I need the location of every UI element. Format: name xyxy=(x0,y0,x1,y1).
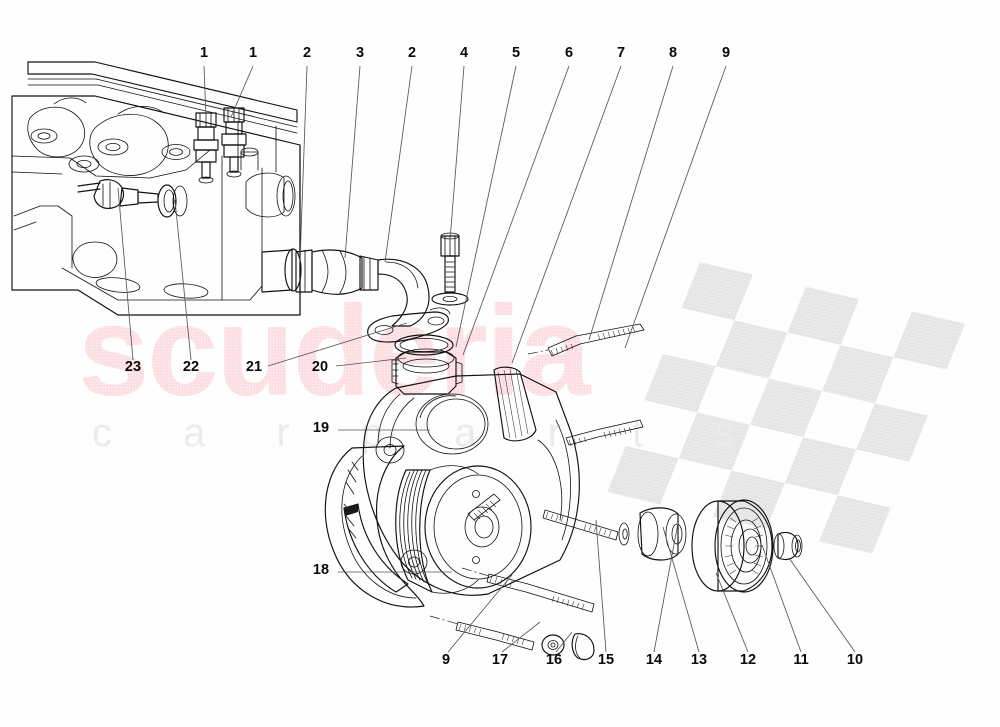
callout-number-2[interactable]: 2 xyxy=(303,45,311,61)
callout-number-11[interactable]: 11 xyxy=(793,652,808,668)
callout-number-12[interactable]: 12 xyxy=(740,652,756,668)
leader-line xyxy=(761,544,802,653)
idler-pulley-assembly xyxy=(691,499,803,593)
callout-number-19[interactable]: 19 xyxy=(313,420,329,436)
leader-line xyxy=(335,357,407,367)
watermark-subtitle: c a r p a r t s xyxy=(92,411,764,455)
callout-number-22[interactable]: 22 xyxy=(183,359,199,375)
spacer-bushing-14 xyxy=(618,507,687,561)
callout-number-14[interactable]: 14 xyxy=(646,652,662,668)
stud-15 xyxy=(542,509,619,541)
stud-17 xyxy=(429,615,535,651)
checkered-flag-icon xyxy=(607,262,966,554)
callout-number-18[interactable]: 18 xyxy=(313,562,329,578)
callout-number-3[interactable]: 3 xyxy=(356,45,364,61)
leader-line xyxy=(788,557,856,653)
leader-line xyxy=(344,65,361,259)
rib-stud xyxy=(467,493,501,523)
callout-number-20[interactable]: 20 xyxy=(312,359,328,375)
engine-cylinder-head xyxy=(11,61,302,316)
callout-number-9[interactable]: 9 xyxy=(442,652,450,668)
cap-nut-15 xyxy=(571,633,595,661)
callout-number-23[interactable]: 23 xyxy=(125,359,141,375)
leader-line xyxy=(624,65,727,349)
callout-number-17[interactable]: 17 xyxy=(492,652,508,668)
leader-line xyxy=(203,65,207,119)
callout-number-10[interactable]: 10 xyxy=(847,652,863,668)
callout-number-9[interactable]: 9 xyxy=(722,45,730,61)
leader-line xyxy=(511,65,622,364)
leader-line xyxy=(267,322,408,367)
leader-line xyxy=(588,65,674,341)
leader-line xyxy=(501,621,541,653)
callout-number-1[interactable]: 1 xyxy=(200,45,208,61)
callout-number-21[interactable]: 21 xyxy=(246,359,262,375)
callout-number-5[interactable]: 5 xyxy=(512,45,520,61)
callout-number-8[interactable]: 8 xyxy=(669,45,677,61)
leader-line xyxy=(662,526,700,653)
leader-line xyxy=(447,574,513,653)
leader-line xyxy=(595,519,607,653)
leader-lines xyxy=(117,65,856,653)
callout-number-16[interactable]: 16 xyxy=(546,652,562,668)
sealing-ring-22 xyxy=(157,184,188,218)
leader-line xyxy=(715,572,749,653)
leader-line xyxy=(462,65,570,356)
callout-number-6[interactable]: 6 xyxy=(565,45,573,61)
stud-upper-9 xyxy=(565,419,644,447)
leader-line xyxy=(117,187,134,361)
leader-line xyxy=(230,65,254,118)
temperature-sensor-left xyxy=(193,112,219,184)
leader-line xyxy=(299,65,308,263)
water-pump-pulley xyxy=(395,465,532,594)
coolant-hose-assembly xyxy=(295,249,451,343)
leader-line xyxy=(174,199,192,361)
callout-number-13[interactable]: 13 xyxy=(691,652,707,668)
callout-number-1[interactable]: 1 xyxy=(249,45,257,61)
leader-line xyxy=(555,631,573,653)
callout-number-7[interactable]: 7 xyxy=(617,45,625,61)
watermark-brand: scuderia xyxy=(78,280,591,423)
pump-inlet-flange xyxy=(391,348,463,395)
callout-number-15[interactable]: 15 xyxy=(598,652,614,668)
bolt-with-washer xyxy=(431,232,469,306)
leader-line xyxy=(653,522,679,653)
leader-line xyxy=(455,65,517,348)
leader-line xyxy=(449,65,465,241)
stud-upper-8 xyxy=(527,323,645,357)
stud-9-lower xyxy=(461,567,595,613)
callout-number-2[interactable]: 2 xyxy=(408,45,416,61)
water-pump-housing xyxy=(324,366,580,608)
temperature-sensor-right xyxy=(221,107,247,178)
leader-line xyxy=(384,65,413,263)
callout-number-4[interactable]: 4 xyxy=(460,45,468,61)
washer-16 xyxy=(541,634,565,656)
